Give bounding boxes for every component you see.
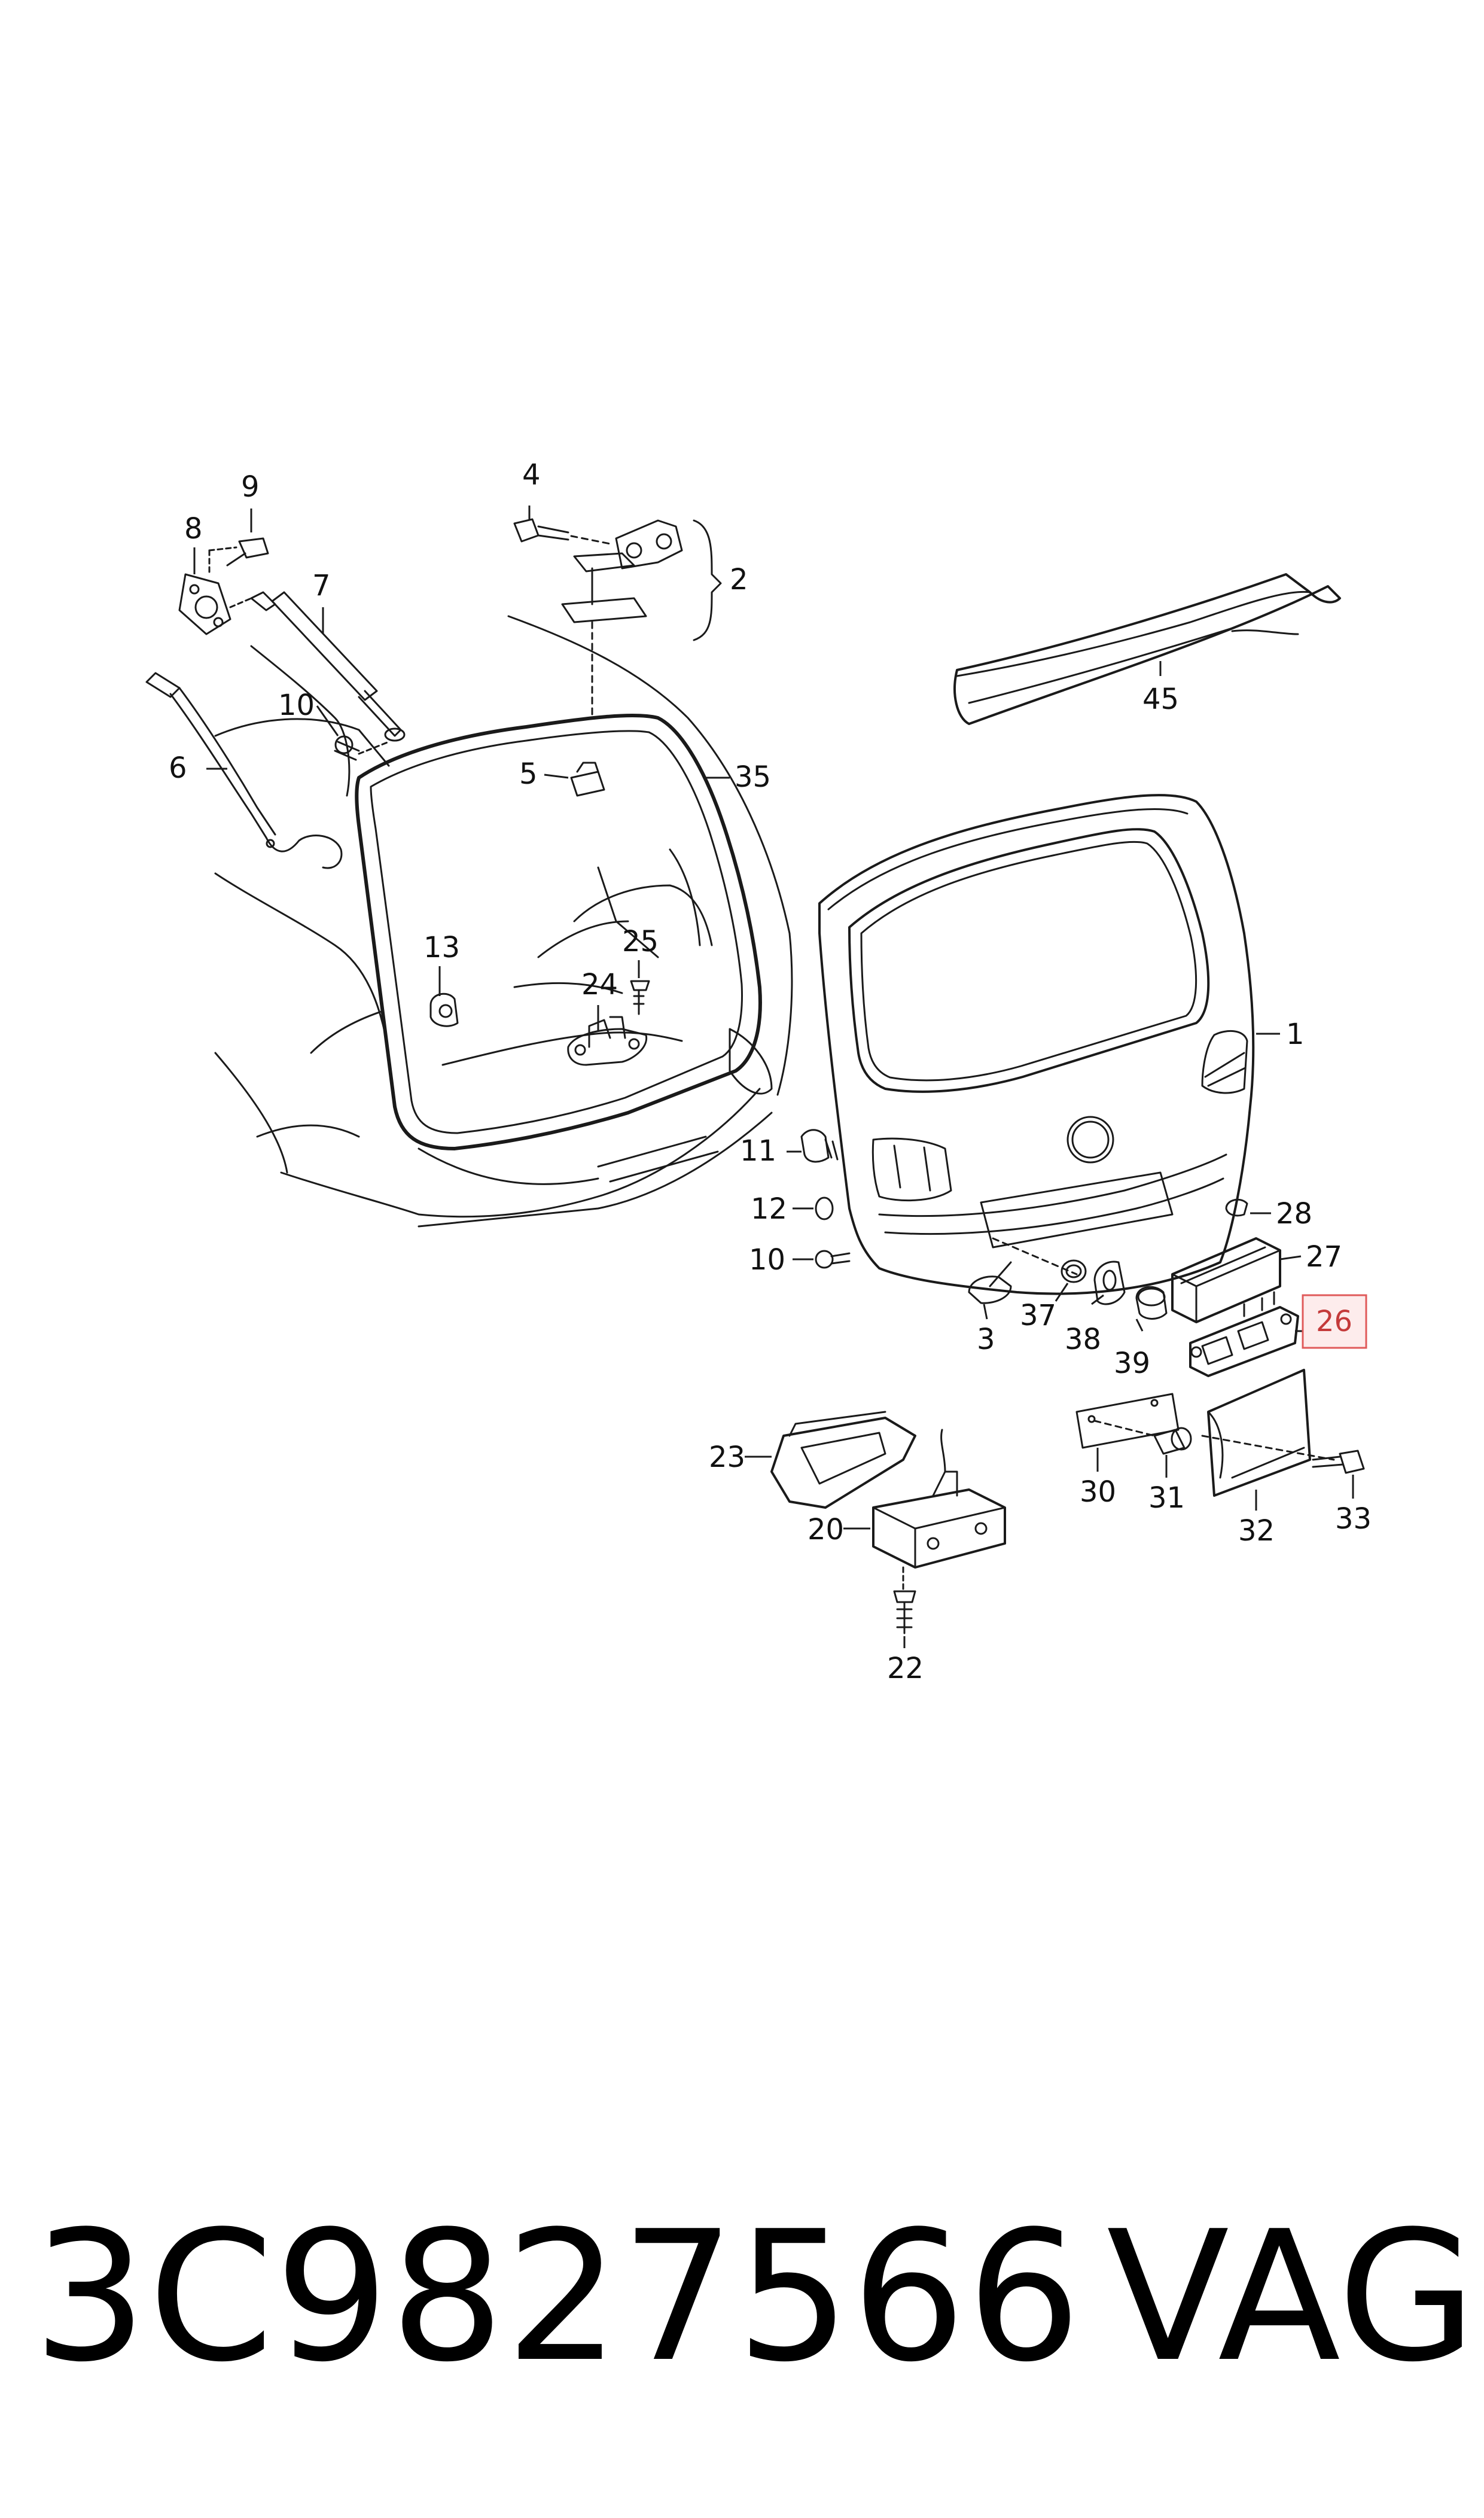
clip-28 [1225, 1198, 1248, 1217]
callout-5: 5 [519, 757, 538, 791]
callout-39: 39 [1114, 1347, 1150, 1380]
callout-26: 26 [1316, 1305, 1352, 1338]
nut-5 [570, 762, 605, 797]
ball-stud-10-lower [815, 1250, 851, 1269]
tailgate-lock-20 [872, 1429, 1006, 1593]
callout-28: 28 [1276, 1197, 1312, 1231]
callout-25: 25 [622, 925, 659, 958]
callout-1: 1 [1286, 1018, 1305, 1051]
callout-4: 4 [522, 458, 541, 492]
tailgate-hinge [561, 519, 683, 719]
strut-mount-bracket [178, 537, 269, 635]
screw-22 [893, 1590, 916, 1634]
callout-10-upper: 10 [278, 689, 315, 722]
callout-10-lower: 10 [749, 1243, 785, 1277]
callout-20: 20 [807, 1513, 844, 1546]
callout-11: 11 [740, 1134, 776, 1168]
mounting-plate-30 [1075, 1393, 1180, 1449]
callout-22: 22 [887, 1652, 924, 1685]
callout-9: 9 [241, 470, 260, 504]
callout-3: 3 [977, 1323, 995, 1356]
rear-spoiler [953, 573, 1341, 725]
callout-35: 35 [735, 760, 771, 794]
callout-labels: 4 2 9 8 7 10 6 5 35 45 13 25 24 1 11 12 … [169, 458, 1372, 1685]
buffer-11 [800, 1129, 839, 1163]
vehicle-rear-body [214, 615, 793, 1228]
callout-12: 12 [751, 1192, 787, 1226]
gas-strut [229, 591, 406, 742]
callout-leaders [193, 506, 1354, 1648]
callout-27: 27 [1306, 1240, 1342, 1274]
lock-surround-23 [770, 1411, 916, 1509]
striker-plate-24 [567, 980, 650, 1066]
nut-31 [1153, 1427, 1192, 1455]
callout-45: 45 [1142, 683, 1179, 716]
tailgate-opening-seal [355, 713, 762, 1150]
rear-camera-switch-unit-26 [1189, 1291, 1299, 1377]
callout-7: 7 [312, 569, 331, 602]
callout-30: 30 [1080, 1475, 1116, 1509]
brand-label: VAG [1107, 2193, 1477, 2401]
part-number: 3C9827566 [33, 2193, 1083, 2401]
callout-37: 37 [1020, 1299, 1056, 1332]
callout-32: 32 [1238, 1514, 1275, 1548]
seal-3 [968, 1261, 1012, 1304]
clip-13 [429, 992, 459, 1027]
tailgate-panel [818, 794, 1255, 1295]
callout-23: 23 [709, 1441, 745, 1474]
callout-8: 8 [184, 512, 203, 546]
bolt-4 [513, 518, 614, 546]
grommet-37 [1061, 1259, 1087, 1283]
callout-2: 2 [730, 563, 748, 596]
plug-12 [815, 1196, 834, 1220]
handle-housing-27 [1171, 1237, 1281, 1323]
callout-38: 38 [1065, 1323, 1101, 1356]
callout-bracket-2 [693, 519, 722, 641]
callout-6: 6 [169, 751, 187, 785]
ball-stud-10-upper [334, 735, 390, 761]
callout-33: 33 [1335, 1502, 1372, 1536]
highlight-box-26 [1302, 1294, 1367, 1349]
bolt-33 [1312, 1450, 1365, 1474]
button-39 [1135, 1286, 1168, 1320]
cover-38 [1093, 1260, 1126, 1305]
bracket-32 [1201, 1369, 1335, 1497]
callout-31: 31 [1148, 1481, 1185, 1515]
callout-24: 24 [581, 968, 618, 1001]
callout-13: 13 [423, 931, 460, 964]
support-cable-6 [145, 672, 343, 869]
